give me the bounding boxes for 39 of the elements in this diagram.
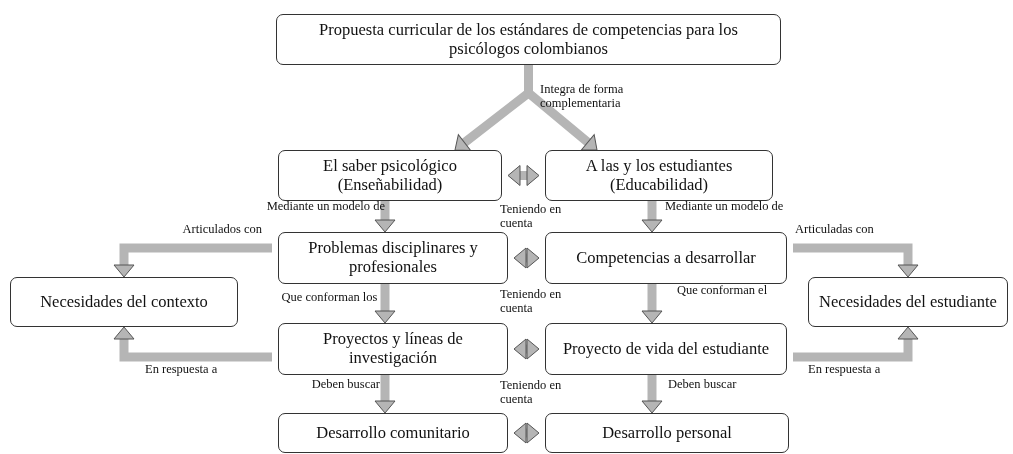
block-arrow [374, 375, 396, 414]
process-box: Problemas disciplinares y profesionales [278, 232, 508, 284]
process-box: Desarrollo comunitario [278, 413, 508, 453]
double-block-arrow [513, 338, 540, 360]
edge-label: Deben buscar [668, 377, 737, 392]
block-arrow [641, 375, 663, 414]
edge-label: En respuesta a [145, 362, 218, 377]
block-arrow [113, 243, 272, 278]
process-box: Necesidades del contexto [10, 277, 238, 327]
note-text: Teniendo en cuenta [500, 202, 562, 231]
block-arrow [113, 326, 272, 362]
block-arrow [641, 201, 663, 233]
block-arrow [374, 201, 396, 233]
double-block-arrow [507, 165, 540, 186]
double-block-arrow [513, 422, 540, 444]
process-box: Desarrollo personal [545, 413, 789, 453]
edge-label: Deben buscar [311, 377, 380, 392]
process-box: El saber psicológico (Enseñabilidad) [278, 150, 502, 201]
process-box: Propuesta curricular de los estándares de competencias para los psicólogos colombianos [276, 14, 781, 65]
edge-label: Que conforman los [280, 290, 379, 305]
edge-label: Articulados con [182, 222, 262, 237]
block-arrow [793, 326, 919, 362]
process-box: Competencias a desarrollar [545, 232, 787, 284]
double-block-arrow [513, 247, 540, 269]
process-box: A las y los estudiantes (Educabilidad) [545, 150, 773, 201]
edge-label: Articuladas con [795, 222, 874, 237]
edge-label: En respuesta a [808, 362, 881, 377]
edge-label: Mediante un modelo de [665, 199, 784, 214]
block-arrow [793, 243, 919, 278]
note-text: Teniendo en cuenta [500, 287, 562, 316]
process-box: Proyecto de vida del estudiante [545, 323, 787, 375]
edge-label: Mediante un modelo de [266, 199, 385, 214]
block-arrow [374, 284, 396, 324]
edge-label: Integra de forma complementaria [540, 82, 625, 111]
process-box: Necesidades del estudiante [808, 277, 1008, 327]
block-arrow [641, 284, 663, 324]
edge-label: Que conforman el [675, 283, 769, 298]
note-text: Teniendo en cuenta [500, 378, 562, 407]
process-box: Proyectos y líneas de investigación [278, 323, 508, 375]
